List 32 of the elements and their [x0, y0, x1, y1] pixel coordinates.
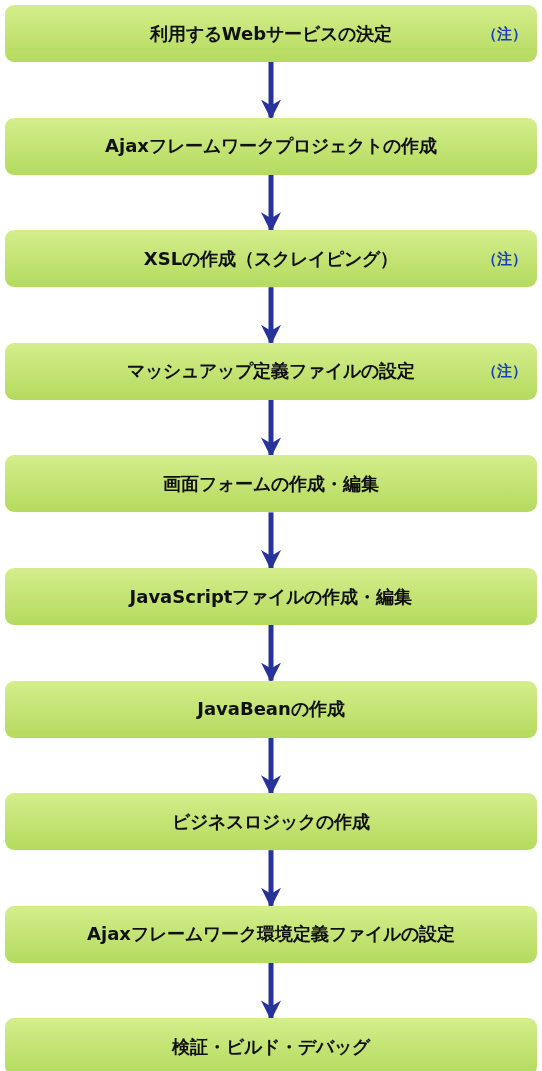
process-box [5, 117, 537, 175]
note-mark: （注） [482, 24, 527, 43]
arrow [261, 174, 281, 233]
step-label: Ajaxフレームワーク環境定義ファイルの設定 [87, 922, 455, 947]
arrow [261, 737, 281, 796]
process-box [5, 5, 537, 62]
arrow [261, 399, 281, 458]
step-label: JavaBeanの作成 [197, 697, 345, 722]
step-label: Ajaxフレームワークプロジェクトの作成 [105, 134, 437, 159]
arrow [261, 850, 281, 908]
process-box [5, 680, 537, 738]
step-label: XSLの作成（スクレイピング） [143, 246, 399, 271]
arrow [261, 962, 281, 1021]
step-label: 検証・ビルド・デバッグ [172, 1034, 370, 1059]
step-label: 画面フォームの作成・編集 [163, 471, 379, 496]
process-box [5, 905, 537, 963]
process-box [5, 793, 537, 851]
step-label: マッシュアップ定義ファイルの設定 [127, 359, 415, 384]
step-label: ビジネスロジックの作成 [172, 809, 370, 834]
note-mark: （注） [482, 361, 527, 381]
process-box [5, 1018, 537, 1071]
process-box [5, 342, 537, 400]
arrow [261, 287, 281, 345]
step-label: JavaScriptファイルの作成・編集 [129, 584, 413, 609]
note-mark: （注） [482, 249, 527, 269]
arrow [261, 512, 281, 570]
process-box [5, 230, 537, 288]
step-label: 利用するWebサービスの決定 [149, 21, 393, 46]
arrow [261, 625, 281, 683]
arrow [261, 62, 281, 120]
process-box [5, 455, 537, 513]
process-box [5, 568, 537, 625]
